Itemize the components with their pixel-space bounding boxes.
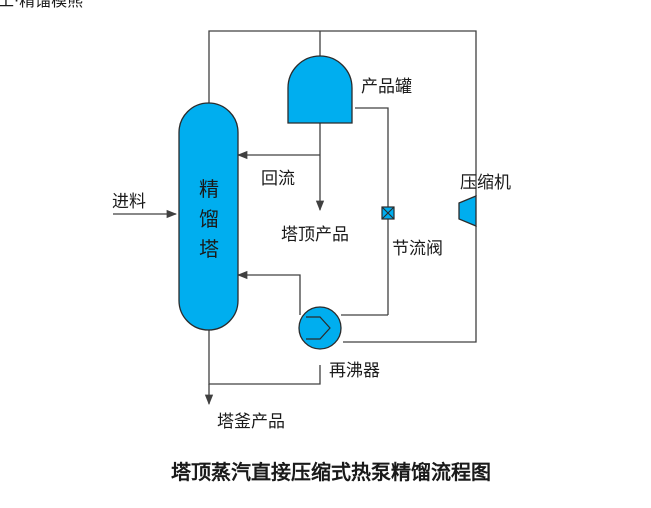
reboiler (298, 306, 342, 350)
reboiler-vapor-line (236, 270, 301, 315)
throttle-valve (381, 206, 395, 220)
product-tank (287, 55, 353, 124)
compressor-label: 压缩机 (460, 173, 511, 193)
throttle-return-line (355, 107, 389, 315)
compressor-discharge-line (343, 226, 477, 343)
column-label-2: 馏 (199, 207, 219, 231)
compressor (458, 195, 477, 227)
bottom-outlet-line (208, 330, 321, 385)
throttle-valve-label: 节流阀 (392, 239, 443, 259)
column-label-3: 塔 (199, 237, 219, 261)
overhead-vapor-line (208, 30, 477, 196)
reboiler-label: 再沸器 (329, 361, 380, 381)
figure-caption: 塔顶蒸汽直接压缩式热泵精馏流程图 (171, 460, 491, 484)
product-tank-label: 产品罐 (361, 77, 412, 97)
header-fragment: 工·精馏模熊 (0, 0, 83, 10)
column-label-1: 精 (199, 177, 219, 201)
reflux-label: 回流 (261, 169, 295, 189)
distillation-column (178, 102, 239, 331)
overhead-product-label: 塔顶产品 (281, 225, 349, 245)
feed-label: 进料 (112, 192, 146, 212)
bottom-product-label: 塔釜产品 (217, 412, 285, 432)
